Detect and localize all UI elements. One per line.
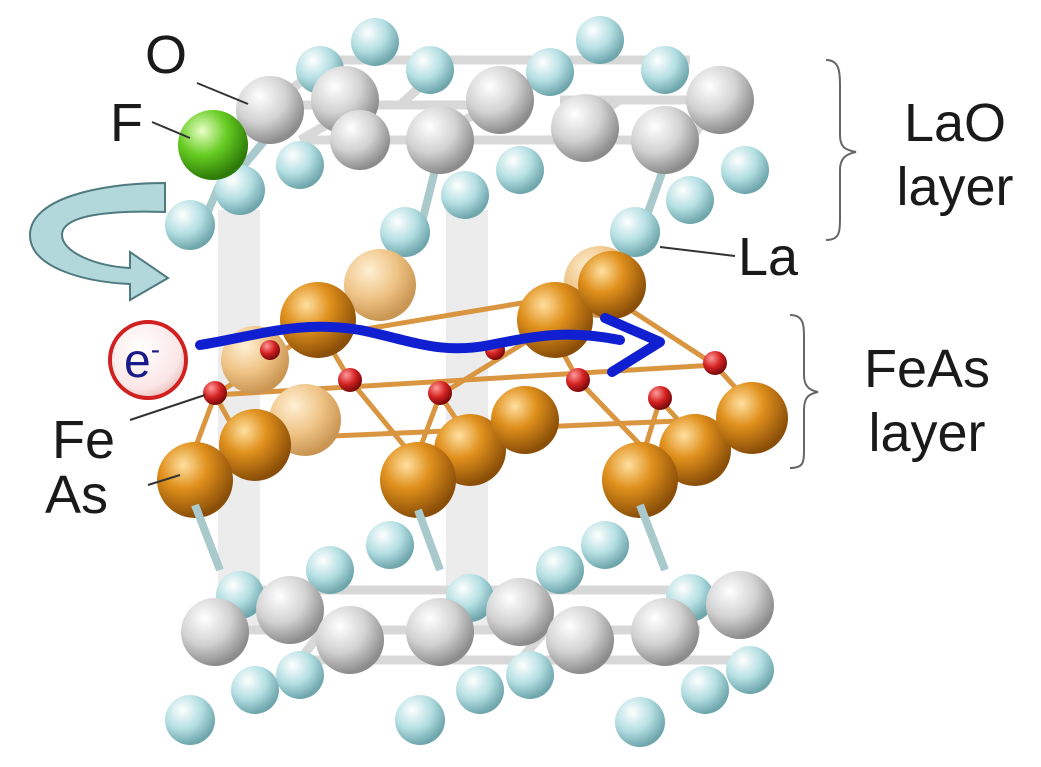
o-atom (181, 598, 249, 666)
f-atom (178, 110, 248, 180)
feas-layer-label-line2: layer (868, 402, 986, 463)
la-atom (526, 48, 574, 96)
electron-conduction-path (195, 313, 665, 377)
la-atom (536, 546, 584, 594)
as-atom (578, 251, 646, 319)
la-atom (366, 521, 414, 569)
la-atom (231, 666, 279, 714)
feas-brace (789, 314, 819, 469)
lao-brace (825, 59, 857, 241)
la-atom (576, 16, 624, 64)
la-atom (506, 651, 554, 699)
label-leader-lines (129, 82, 736, 486)
electron-base-text: e (124, 335, 151, 388)
la-atom (306, 546, 354, 594)
la-atom (721, 146, 769, 194)
la-atom (726, 646, 774, 694)
lao-layer-label-line2: layer (896, 156, 1014, 217)
lao-layer-label: LaO layer (870, 92, 1040, 219)
feas-layer-label: FeAs layer (832, 338, 1022, 465)
o-atom (686, 66, 754, 134)
o-atom (316, 606, 384, 674)
electron-label: e- (124, 336, 160, 386)
as-atom (157, 442, 233, 518)
la-atom (165, 200, 215, 250)
as-atom (219, 409, 291, 481)
la-atom (276, 141, 324, 189)
o-atom (256, 576, 324, 644)
label-As: As (45, 465, 109, 525)
as-atom (659, 414, 731, 486)
label-F: F (110, 93, 143, 153)
as-atom (280, 282, 356, 358)
o-atom (551, 94, 619, 162)
fe-atom (338, 368, 362, 392)
la-atom (456, 666, 504, 714)
o-atom (486, 578, 554, 646)
la-atom (581, 521, 629, 569)
layer-braces (789, 59, 857, 469)
la-atom (165, 695, 215, 745)
lao-layer-bottom (165, 503, 774, 747)
fe-atom (566, 368, 590, 392)
electron-transfer-arrow (28, 181, 170, 302)
as-atom (380, 442, 456, 518)
label-O: O (145, 25, 188, 85)
o-atom (546, 606, 614, 674)
la-atom (215, 165, 265, 215)
as-atom (491, 386, 559, 454)
as-atom (344, 249, 416, 321)
lao-layer-top (165, 16, 769, 257)
la-atom (496, 146, 544, 194)
o-atom (406, 598, 474, 666)
lao-layer-label-line1: LaO (903, 93, 1007, 153)
fe-atom (203, 381, 227, 405)
la-atom (610, 207, 660, 257)
la-atom (380, 207, 430, 257)
electron-symbol (108, 320, 188, 400)
la-atom (681, 666, 729, 714)
la-atom (395, 695, 445, 745)
la-atom (666, 176, 714, 224)
la-atom (351, 18, 399, 66)
o-atom (330, 110, 390, 170)
lao-bottom-vertical-bonds (191, 503, 669, 572)
electron-sup-text: - (150, 334, 161, 365)
la-atom (441, 171, 489, 219)
as-atom (602, 442, 678, 518)
label-Fe: Fe (52, 410, 116, 470)
o-atom (406, 106, 474, 174)
as-atom (716, 382, 788, 454)
o-atom (631, 598, 699, 666)
o-atom (236, 76, 304, 144)
la-atom (406, 46, 454, 94)
la-atom (641, 46, 689, 94)
la-atom (276, 651, 324, 699)
fe-atom (260, 340, 280, 360)
fe-atom (648, 386, 672, 410)
label-La: La (738, 227, 799, 287)
feas-layer-label-line1: FeAs (863, 339, 991, 399)
la-atom (615, 697, 665, 747)
fe-atom (703, 351, 727, 375)
o-atom (706, 571, 774, 639)
o-atom (466, 66, 534, 134)
fe-atom (428, 381, 452, 405)
o-atom (631, 106, 699, 174)
